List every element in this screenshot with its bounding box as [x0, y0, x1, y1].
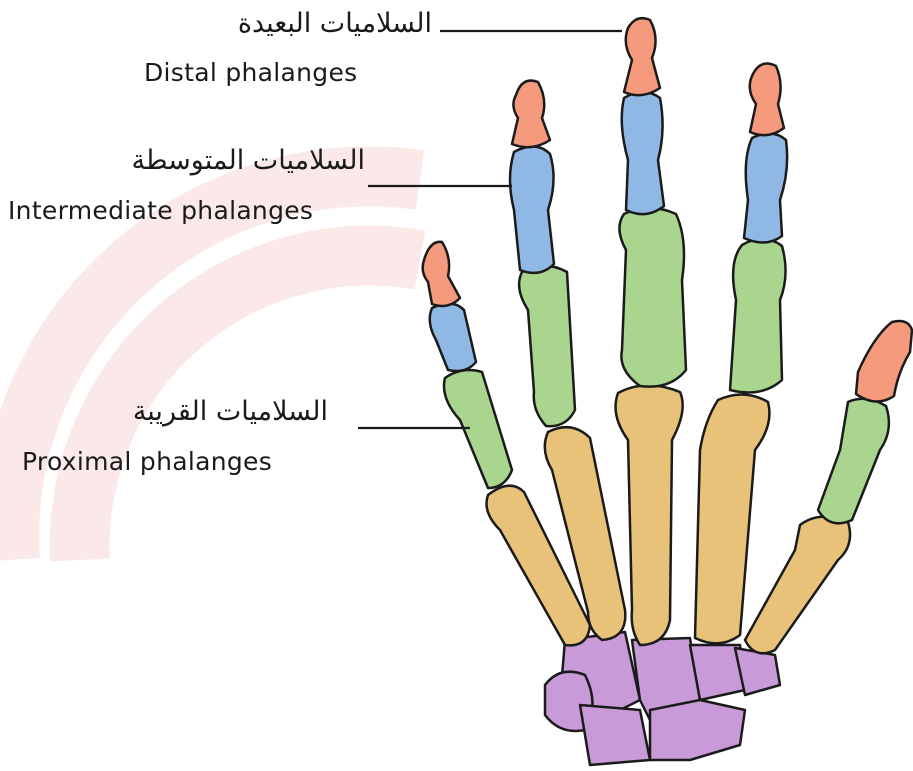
proximal-label-arabic: السلاميات القريبة — [38, 396, 328, 427]
metacarpal-bones — [487, 385, 851, 653]
proximal-label-english: Proximal phalanges — [22, 447, 272, 476]
intermediate-label-english: Intermediate phalanges — [8, 196, 313, 225]
watermark — [9, 176, 420, 560]
intermediate-label-arabic: السلاميات المتوسطة — [50, 145, 365, 176]
carpal-bones — [545, 632, 780, 765]
distal-label-english: Distal phalanges — [144, 58, 357, 87]
distal-label-arabic: السلاميات البعيدة — [162, 8, 432, 39]
